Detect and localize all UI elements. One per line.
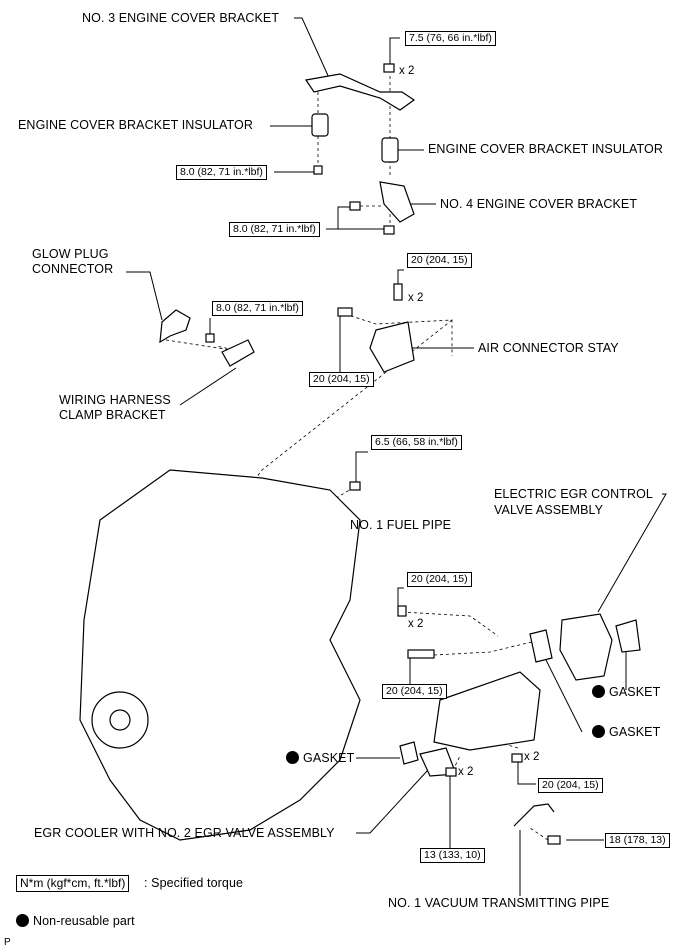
legend-torque-text: : Specified torque [144,876,244,890]
gasket-1-text: GASKET [609,685,661,699]
legend-torque-unit: N*m (kgf*cm, ft.*lbf) [16,875,130,892]
legend-nonreusable: Non-reusable part [16,914,135,929]
bolt-20-a [393,283,403,301]
egr-cooler-shape [433,671,541,751]
label-gasket-1: GASKET [592,685,660,700]
torque-box-20-b: 20 (204, 15) [309,372,374,387]
bolt-8-0-c [205,333,215,343]
non-reusable-marker-3 [286,751,299,764]
torque-box-20-c: 20 (204, 15) [407,572,472,587]
nut-7-5 [383,63,395,73]
label-no4-engine-cover-bracket: NO. 4 ENGINE COVER BRACKET [440,197,638,211]
torque-box-8-0-b: 8.0 (82, 71 in.*lbf) [229,222,320,237]
bolt-8-0-b [349,201,361,211]
qty-label-5: x 2 [458,766,474,778]
torque-box-20-a: 20 (204, 15) [407,253,472,268]
label-glow-plug-line1: GLOW PLUG [32,247,109,261]
insulator-left-shape [311,113,329,137]
bolt-20-d [407,649,435,659]
air-connector-stay-shape [369,321,415,373]
label-insulator-left: ENGINE COVER BRACKET INSULATOR [18,118,253,132]
label-wiring-harness-line1: WIRING HARNESS [59,393,171,407]
leader-no3-bracket [294,17,331,81]
leader-torque-7-5 [389,37,400,66]
non-reusable-marker-1 [592,685,605,698]
label-egr-valve-line1: ELECTRIC EGR CONTROL [494,487,653,501]
leader-torque-20-c [397,587,404,612]
label-insulator-right: ENGINE COVER BRACKET INSULATOR [428,142,663,156]
vacuum-pipe-shape [513,803,555,827]
insulator-right-shape [381,137,399,163]
gasket-2-text: GASKET [609,725,661,739]
egr-valve-shape [559,613,613,681]
bolt-18 [547,835,561,845]
non-reusable-marker-2 [592,725,605,738]
leader-torque-20-a [397,269,404,290]
qty-label-2: x 2 [408,292,424,304]
legend-nonreusable-text: Non-reusable part [33,914,135,928]
label-wiring-harness-line2: CLAMP BRACKET [59,408,166,422]
torque-box-20-e: 20 (204, 15) [538,778,603,793]
clamp-bracket-shape [221,339,255,367]
label-vacuum-pipe: NO. 1 VACUUM TRANSMITTING PIPE [388,896,610,910]
leader-torque-8-0-b [326,206,388,230]
engine-block-shape [79,469,361,841]
nut-8-0-a [313,165,323,175]
torque-box-18: 18 (178, 13) [605,833,670,848]
label-glow-plug-line2: CONNECTOR [32,262,114,276]
gasket-2-shape [529,629,553,663]
torque-box-7-5: 7.5 (76, 66 in.*lbf) [405,31,496,46]
parts [79,63,641,845]
label-egr-cooler: EGR COOLER WITH NO. 2 EGR VALVE ASSEMBLY [34,826,335,840]
gasket-3-shape [399,741,419,765]
leader-egr-cooler [356,769,429,834]
qty-label-4: x 2 [524,751,540,763]
qty-label-3: x 2 [408,618,424,630]
qty-label-1: x 2 [399,65,415,77]
label-gasket-3: GASKET [286,751,354,766]
no3-bracket-shape [304,73,416,111]
leader-torque-20-e [517,760,536,785]
torque-box-20-d: 20 (204, 15) [382,684,447,699]
label-no1-fuel-pipe: NO. 1 FUEL PIPE [350,518,452,532]
leader-gasket-2 [545,659,583,733]
label-air-connector-stay: AIR CONNECTOR STAY [478,341,619,355]
figure-code: P [4,937,11,948]
nut-20-c [397,605,407,617]
nut-6-5 [349,481,361,491]
nut-8-0-b [383,225,395,235]
torque-box-8-0-c: 8.0 (82, 71 in.*lbf) [212,301,303,316]
torque-box-8-0-a: 8.0 (82, 71 in.*lbf) [176,165,267,180]
glow-plug-shape [159,309,191,344]
engine-pulley-hub [109,709,131,731]
leader-torque-6-5 [355,451,368,484]
no4-bracket-shape [379,181,415,223]
nut-20-e [511,753,523,763]
label-egr-valve-line2: VALVE ASSEMBLY [494,503,604,517]
gasket-3-text: GASKET [303,751,355,765]
bolt-20-b [337,307,353,317]
torque-box-13: 13 (133, 10) [420,848,485,863]
label-gasket-2: GASKET [592,725,660,740]
gasket-1-shape [615,619,641,653]
leader-glow-plug [126,271,163,321]
torque-box-6-5: 6.5 (66, 58 in.*lbf) [371,435,462,450]
label-no3-engine-cover-bracket: NO. 3 ENGINE COVER BRACKET [82,11,280,25]
nut-13 [445,767,457,777]
leader-egr-valve [597,493,667,613]
legend-dot-icon [16,914,29,927]
leader-wiring-harness [179,367,237,406]
